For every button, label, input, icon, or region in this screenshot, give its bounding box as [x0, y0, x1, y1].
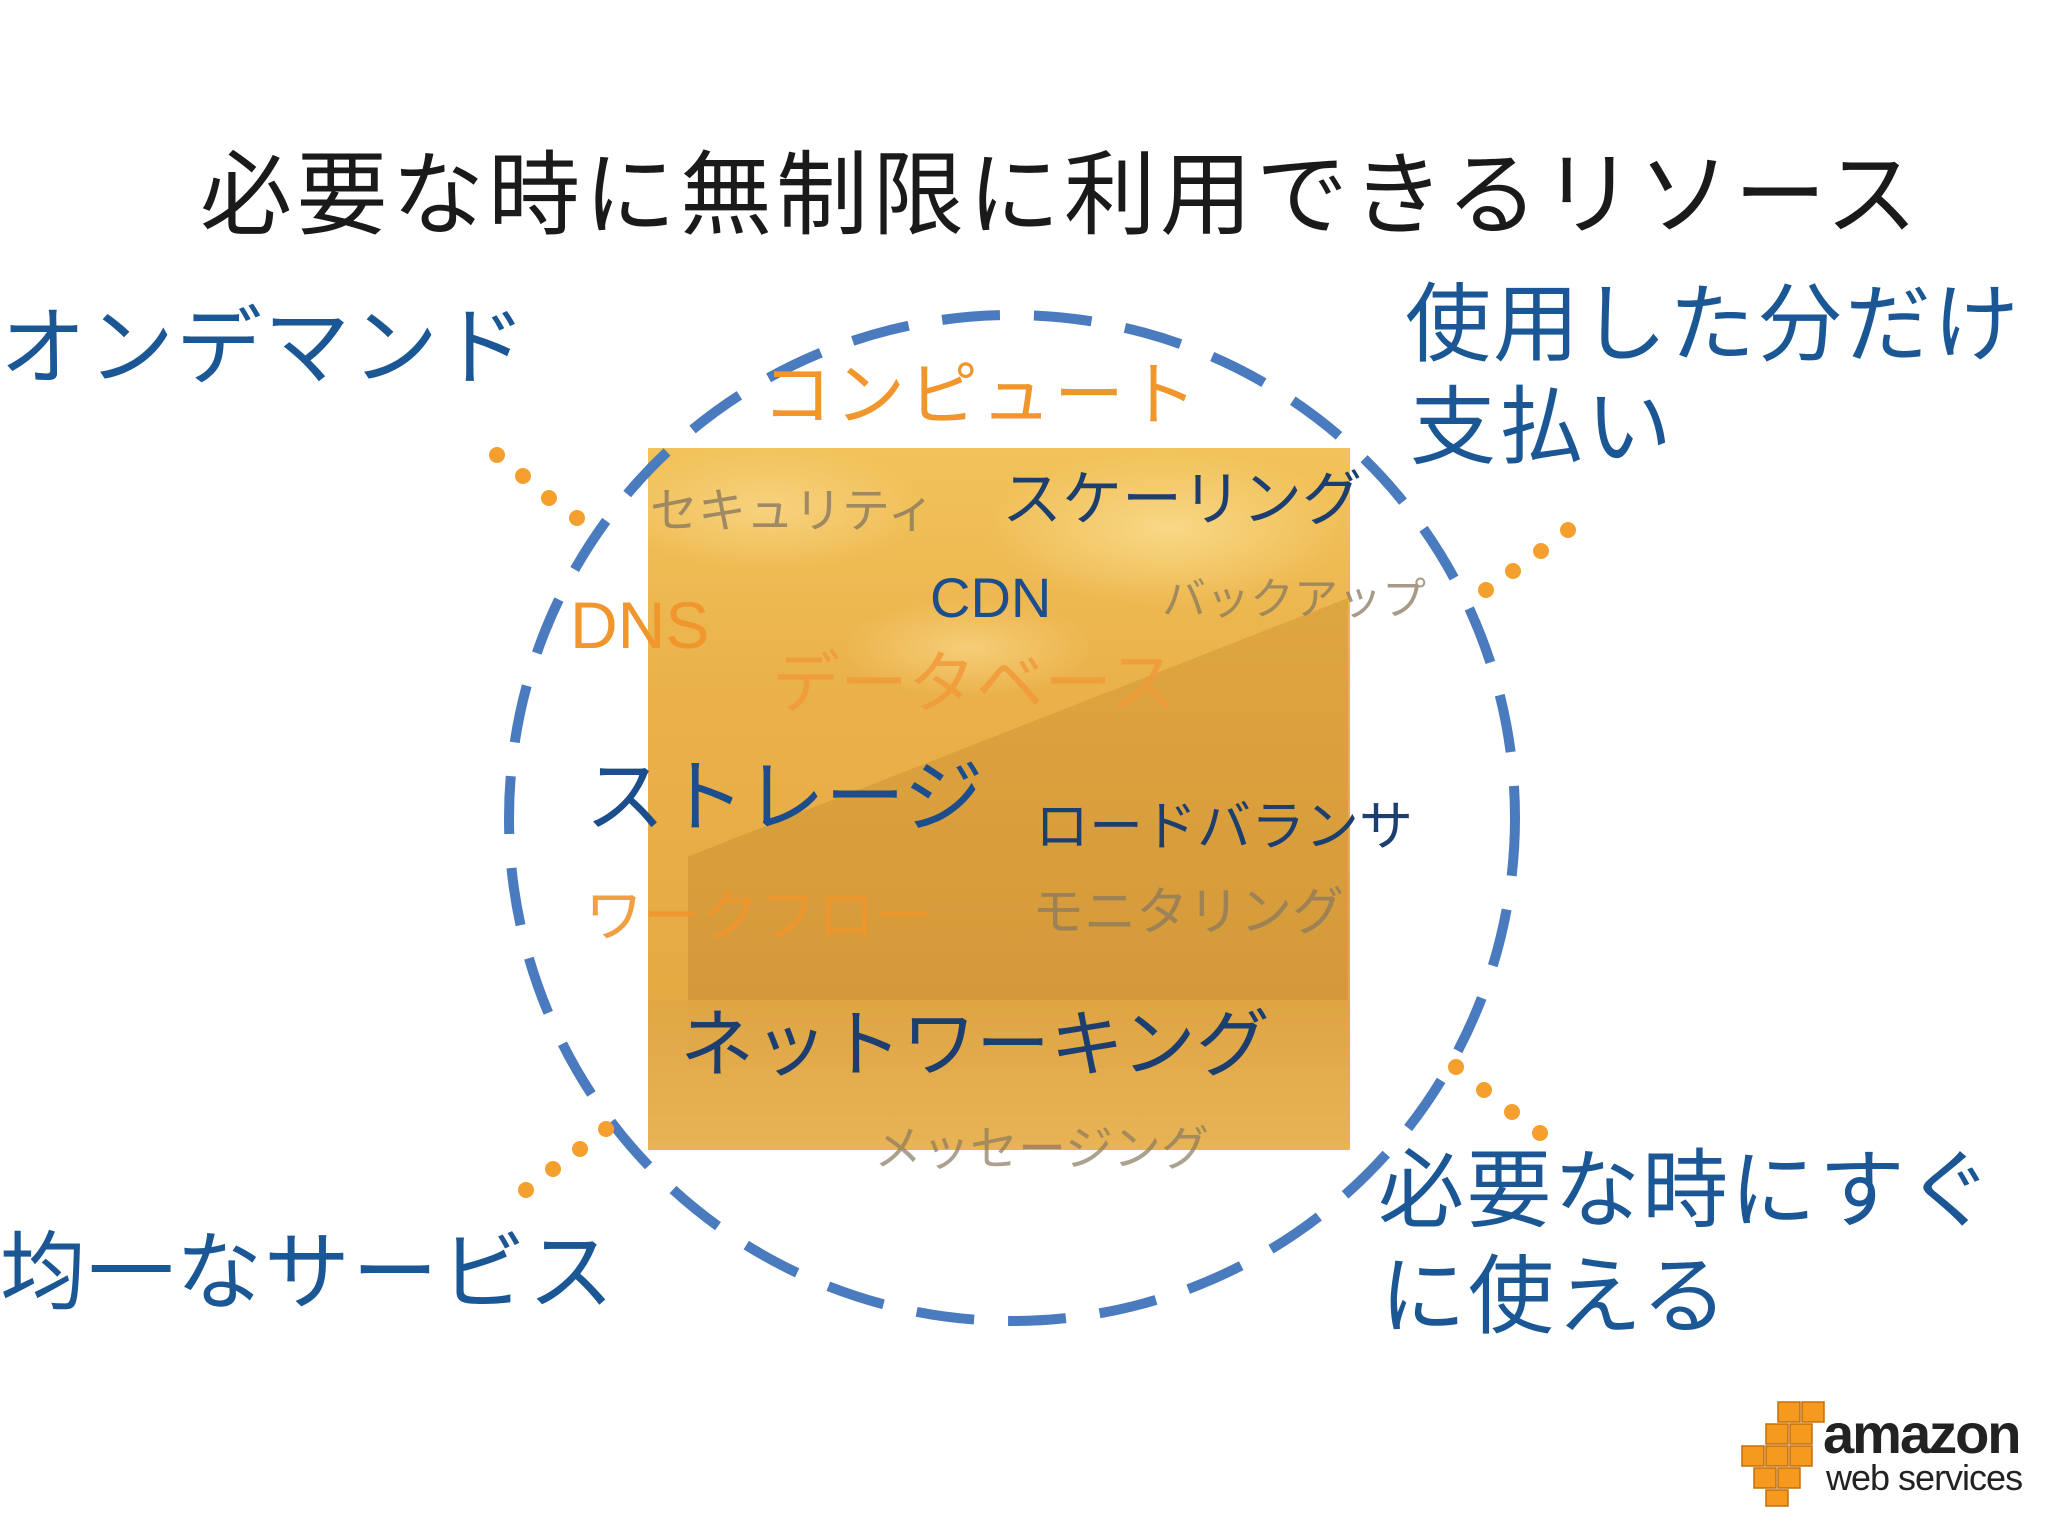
connector-dots-ondemand — [489, 447, 585, 526]
amazon-web-services-logo: amazon web services — [1740, 1398, 2030, 1508]
connector-dots-uniform — [518, 1121, 614, 1198]
service-load-balancer: ロードバランサ — [1035, 795, 1413, 858]
feature-instant-line1: 必要な時にすぐ — [1378, 1141, 1995, 1241]
service-messaging: メッセージング — [874, 1121, 1210, 1177]
service-networking: ネットワーキング — [680, 1002, 1270, 1088]
datacenter-photo — [648, 448, 1350, 1150]
service-compute: コンピュート — [762, 354, 1200, 436]
service-security: セキュリティ — [650, 483, 936, 539]
aws-boxes-icon — [1741, 1401, 1825, 1507]
logo-word-web-services: web services — [1826, 1457, 2023, 1498]
feature-on-demand: オンデマンド — [0, 298, 528, 398]
service-scaling: スケーリング — [1002, 465, 1362, 535]
service-cdn: CDN — [930, 566, 1052, 629]
service-dns: DNS — [570, 588, 710, 662]
slide-title: 必要な時に無制限に利用できるリソース — [200, 142, 1922, 249]
service-storage: ストレージ — [585, 751, 984, 844]
connector-dots-instant — [1448, 1059, 1548, 1141]
feature-instant-line2: に使える — [1380, 1247, 1730, 1347]
logo-word-amazon: amazon — [1823, 1402, 2021, 1465]
service-backup: バックアップ — [1162, 574, 1426, 625]
feature-pay-as-you-go-line2: 支払い — [1410, 378, 1674, 478]
connector-dots-pay-as-you-go — [1478, 522, 1576, 598]
dashed-circle — [504, 310, 1520, 1326]
photo-ground — [648, 1000, 1350, 1150]
feature-uniform-service: 均一なサービス — [0, 1223, 616, 1323]
feature-pay-as-you-go-line1: 使用した分だけ — [1405, 275, 2021, 375]
service-workflow: ワークフロー — [585, 882, 934, 950]
service-monitoring: モニタリング — [1032, 883, 1345, 943]
service-database: データベース — [772, 645, 1177, 724]
